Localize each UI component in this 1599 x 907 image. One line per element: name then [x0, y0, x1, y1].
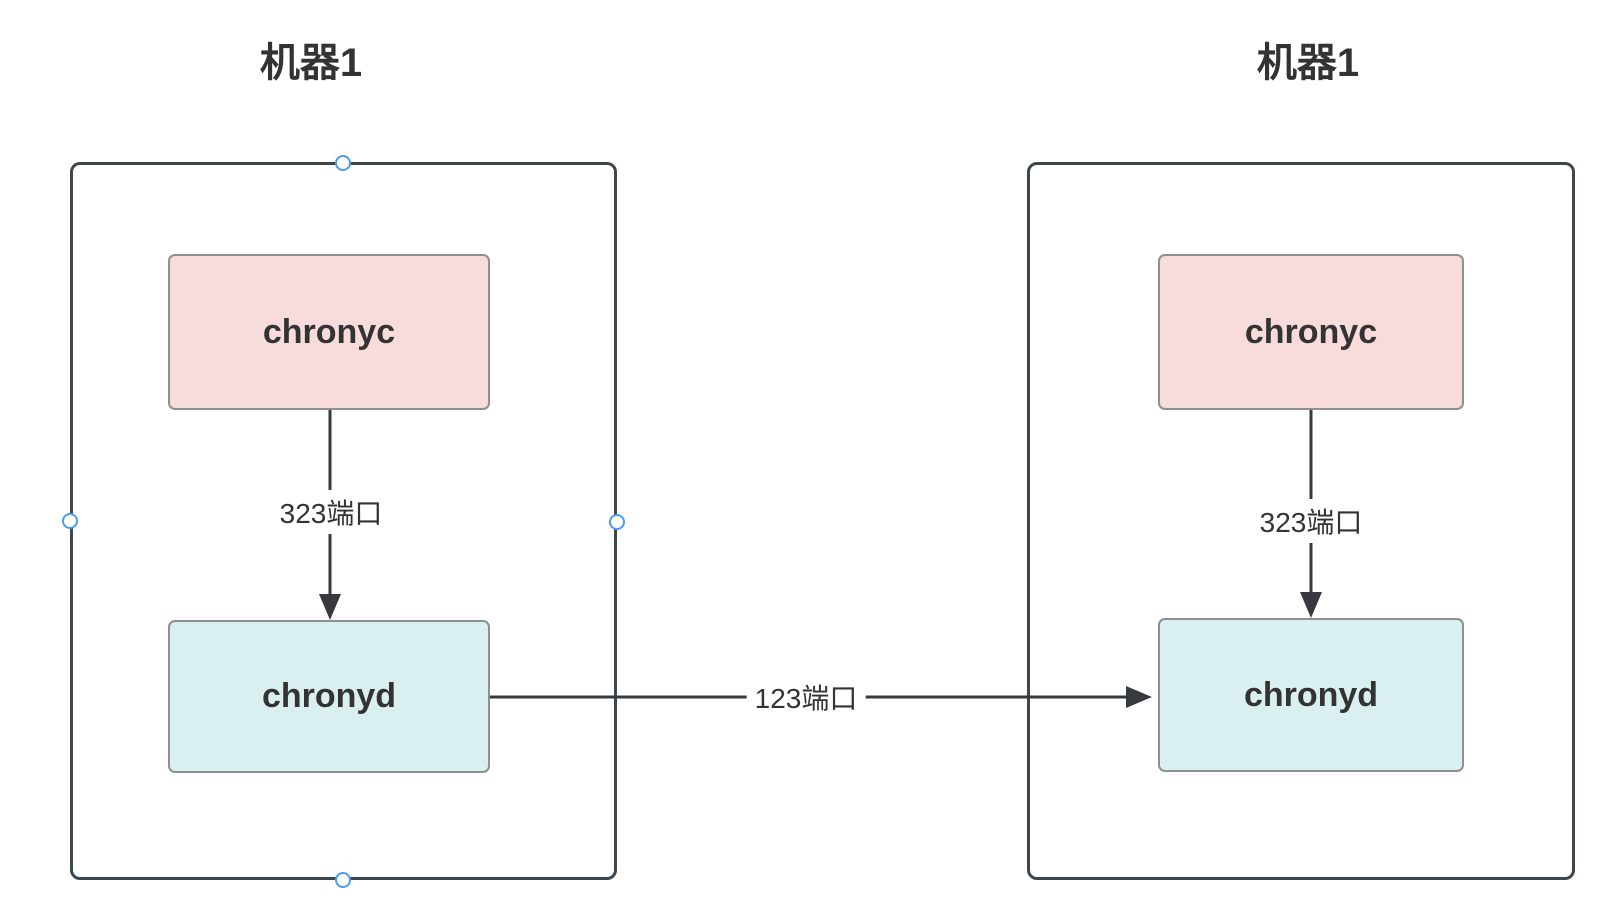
machine-title-right[interactable]: 机器1: [1256, 41, 1360, 85]
node-chronyc-left[interactable]: chronyc: [168, 254, 490, 410]
connection-handle-bottom[interactable]: [335, 872, 351, 888]
node-chronyd-left[interactable]: chronyd: [168, 620, 490, 773]
machine-title-left[interactable]: 机器1: [259, 41, 363, 85]
arrowhead-down-icon: [319, 594, 341, 620]
edge-label-port-right[interactable]: 323端口: [1251, 499, 1371, 543]
arrowhead-right-icon: [1126, 686, 1152, 708]
node-chronyc-right[interactable]: chronyc: [1158, 254, 1464, 410]
edge-label-port-left[interactable]: 323端口: [271, 490, 391, 534]
connection-handle-top[interactable]: [335, 155, 351, 171]
node-chronyd-right[interactable]: chronyd: [1158, 618, 1464, 772]
arrowhead-down-icon: [1300, 592, 1322, 618]
edge-label-link[interactable]: 123端口: [746, 675, 866, 719]
connection-handle-left[interactable]: [62, 513, 78, 529]
machine-container-right[interactable]: [1027, 162, 1575, 880]
connection-handle-right[interactable]: [609, 514, 625, 530]
